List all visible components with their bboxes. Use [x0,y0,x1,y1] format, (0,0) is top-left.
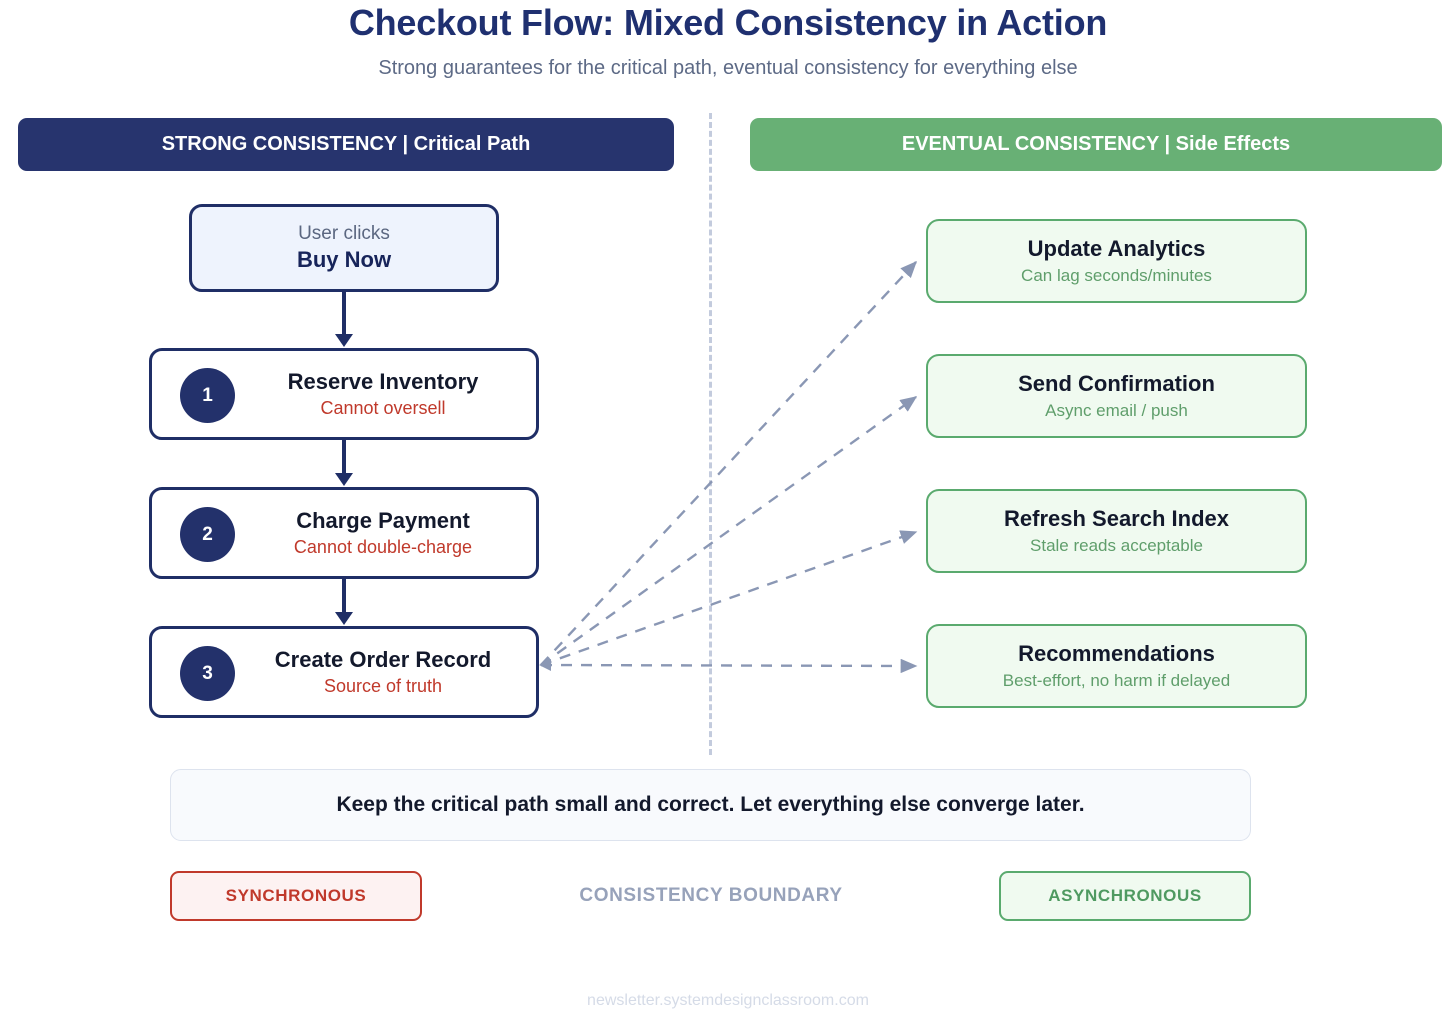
async-card-title: Recommendations [1018,641,1215,667]
legend-label-consistency-boundary: CONSISTENCY BOUNDARY [579,885,843,906]
step-text-block: Create Order Record Source of truth [242,629,524,715]
step-card-charge-payment: 2 Charge Payment Cannot double-charge [149,487,539,579]
takeaway-callout: Keep the critical path small and correct… [170,769,1251,841]
async-card-title: Refresh Search Index [1004,506,1229,532]
consistency-boundary-line [709,113,712,755]
async-card-refresh-search-index: Refresh Search Index Stale reads accepta… [926,489,1307,573]
step-card-reserve-inventory: 1 Reserve Inventory Cannot oversell [149,348,539,440]
step-number-badge: 3 [180,646,235,701]
async-card-recommendations: Recommendations Best-effort, no harm if … [926,624,1307,708]
page-title: Checkout Flow: Mixed Consistency in Acti… [348,2,1108,43]
footer-attribution: newsletter.systemdesignclassroom.com [587,992,869,1009]
fanout-arrow-recommendations [540,658,918,674]
eventual-consistency-banner: EVENTUAL CONSISTENCY | Side Effects [750,118,1442,171]
async-card-update-analytics: Update Analytics Can lag seconds/minutes [926,219,1307,303]
step-number-badge: 1 [180,368,235,423]
start-node-line1: User clicks [298,222,390,244]
step-title: Create Order Record [274,646,492,672]
async-card-note: Async email / push [1045,400,1188,420]
page-subtitle: Strong guarantees for the critical path,… [378,57,1078,79]
strong-consistency-banner: STRONG CONSISTENCY | Critical Path [18,118,674,171]
fanout-arrow-refresh-search [540,530,918,667]
legend-badge-asynchronous: ASYNCHRONOUS [999,871,1251,921]
async-card-title: Send Confirmation [1018,371,1215,397]
async-card-note: Can lag seconds/minutes [1021,265,1212,285]
step-text-block: Charge Payment Cannot double-charge [242,490,524,576]
async-card-note: Best-effort, no harm if delayed [1002,670,1231,690]
async-card-note: Stale reads acceptable [1030,535,1203,555]
flow-arrow-down-icon [335,292,353,348]
step-card-create-order-record: 3 Create Order Record Source of truth [149,626,539,718]
async-card-title: Update Analytics [1027,236,1206,262]
flow-arrow-down-icon [335,440,353,487]
fanout-origin-arrowhead-icon [539,659,551,671]
fanout-arrow-update-analytics [540,260,917,666]
fanout-arrow-send-confirmation [540,396,918,666]
step-constraint-note: Source of truth [323,676,443,697]
legend-badge-synchronous: SYNCHRONOUS [170,871,422,921]
step-constraint-note: Cannot oversell [320,398,446,419]
step-title: Reserve Inventory [287,368,479,394]
step-number-badge: 2 [180,507,235,562]
step-constraint-note: Cannot double-charge [293,537,473,558]
async-card-send-confirmation: Send Confirmation Async email / push [926,354,1307,438]
step-title: Charge Payment [296,507,470,533]
start-node-line2: Buy Now [296,246,392,272]
start-node-buy-now: User clicks Buy Now [189,204,499,292]
flow-arrow-down-icon [335,579,353,626]
step-text-block: Reserve Inventory Cannot oversell [242,351,524,437]
